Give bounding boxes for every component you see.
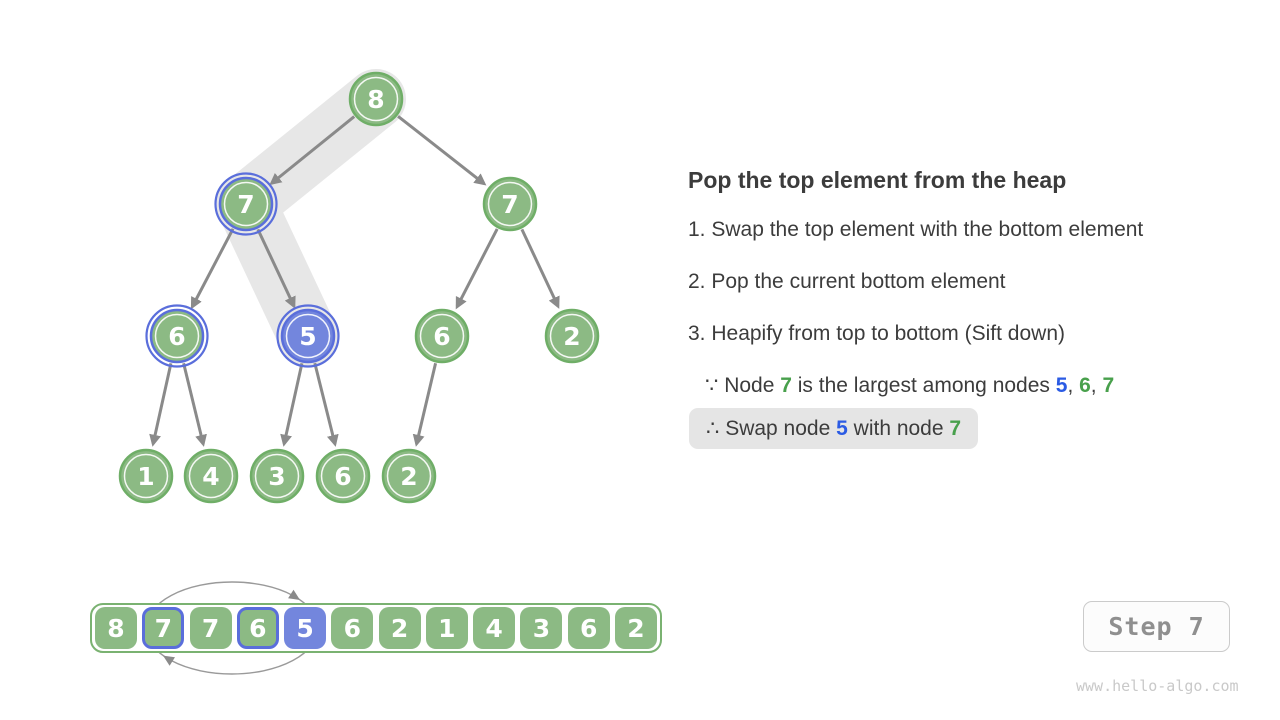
instruction-step-2: 2. Pop the current bottom element <box>688 270 1006 293</box>
tree-edge <box>520 228 560 309</box>
tree-edge <box>182 362 207 447</box>
tree-node-8: 8 <box>348 71 404 127</box>
array-cell-2: 7 <box>189 607 232 649</box>
array-cell-10: 6 <box>567 607 610 649</box>
text-segment: ∵ Node <box>705 374 781 397</box>
tree-node-2: 2 <box>381 448 437 504</box>
panel-title: Pop the top element from the heap <box>688 167 1067 193</box>
tree-edge <box>269 115 356 186</box>
tree-node-6: 6 <box>414 308 470 364</box>
therefore-box: ∴ Swap node 5 with node 7 <box>689 408 979 449</box>
tree-node-6: 6 <box>145 304 209 368</box>
explanation-panel: Pop the top element from the heap 1. Swa… <box>688 167 1248 449</box>
tree-edge <box>412 362 438 447</box>
tree-node-label: 1 <box>137 462 154 491</box>
tree-node-6: 6 <box>315 448 371 504</box>
text-segment: 6 <box>1079 374 1091 397</box>
watermark: www.hello-algo.com <box>1076 677 1239 695</box>
text-segment: 7 <box>949 417 962 440</box>
array-cell-3: 6 <box>236 607 279 649</box>
tree-node-label: 7 <box>237 190 254 219</box>
tree-edge <box>313 362 339 447</box>
swap-arrowhead-left <box>163 655 175 666</box>
tree-node-label: 3 <box>268 462 285 491</box>
tree-nodes: 8 7 7 6 5 6 2 1 4 3 6 2 <box>118 71 600 504</box>
tree-node-2: 2 <box>544 308 600 364</box>
array-cell-5: 6 <box>331 607 374 649</box>
text-segment: 7 <box>780 374 792 397</box>
array-cell-6: 2 <box>378 607 421 649</box>
tree-edge <box>149 363 173 447</box>
tree-edge <box>190 228 235 310</box>
text-segment: , <box>1090 374 1103 397</box>
array-cell-0: 8 <box>95 607 137 649</box>
tree-edge <box>455 228 499 310</box>
step-button[interactable]: Step 7 <box>1083 601 1230 652</box>
tree-node-label: 4 <box>202 462 219 491</box>
array-cell-4: 5 <box>284 607 327 649</box>
array-cell-7: 1 <box>425 607 468 649</box>
swap-arrowhead-right <box>288 589 301 600</box>
text-segment: is the largest among nodes <box>791 374 1056 397</box>
array-cell-8: 4 <box>473 607 516 649</box>
instruction-step-1: 1. Swap the top element with the bottom … <box>688 218 1144 241</box>
tree-edge <box>280 363 304 447</box>
tree-node-3: 3 <box>249 448 305 504</box>
tree-node-label: 2 <box>563 322 580 351</box>
tree-node-7: 7 <box>214 172 278 236</box>
array-cell-1: 7 <box>142 607 185 649</box>
tree-node-5: 5 <box>276 304 340 368</box>
tree-node-7: 7 <box>482 176 538 232</box>
because-line: ∵ Node 7 is the largest among nodes 5, 6… <box>705 374 1248 398</box>
text-segment: 5 <box>836 417 848 440</box>
tree-node-1: 1 <box>118 448 174 504</box>
tree-node-label: 2 <box>400 462 417 491</box>
text-segment: 5 <box>1055 374 1068 397</box>
tree-node-label: 7 <box>501 190 518 219</box>
tree-edges <box>149 115 560 447</box>
tree-node-label: 8 <box>367 85 384 114</box>
tree-node-label: 6 <box>433 322 450 351</box>
tree-edge <box>397 115 487 186</box>
tree-node-label: 5 <box>299 322 316 351</box>
instruction-step-3: 3. Heapify from top to bottom (Sift down… <box>688 322 1065 345</box>
heap-tree-diagram: 8 7 7 6 5 6 2 1 4 3 6 2 <box>118 69 600 504</box>
text-segment: , <box>1067 374 1080 397</box>
tree-node-4: 4 <box>183 448 239 504</box>
text-segment: with node <box>847 417 950 440</box>
text-segment: 7 <box>1102 374 1115 397</box>
tree-node-label: 6 <box>168 322 185 351</box>
array-cell-9: 3 <box>520 607 563 649</box>
array-cell-11: 2 <box>614 607 657 649</box>
tree-node-label: 6 <box>334 462 351 491</box>
tree-edge <box>256 228 296 309</box>
text-segment: ∴ Swap node <box>706 417 837 440</box>
